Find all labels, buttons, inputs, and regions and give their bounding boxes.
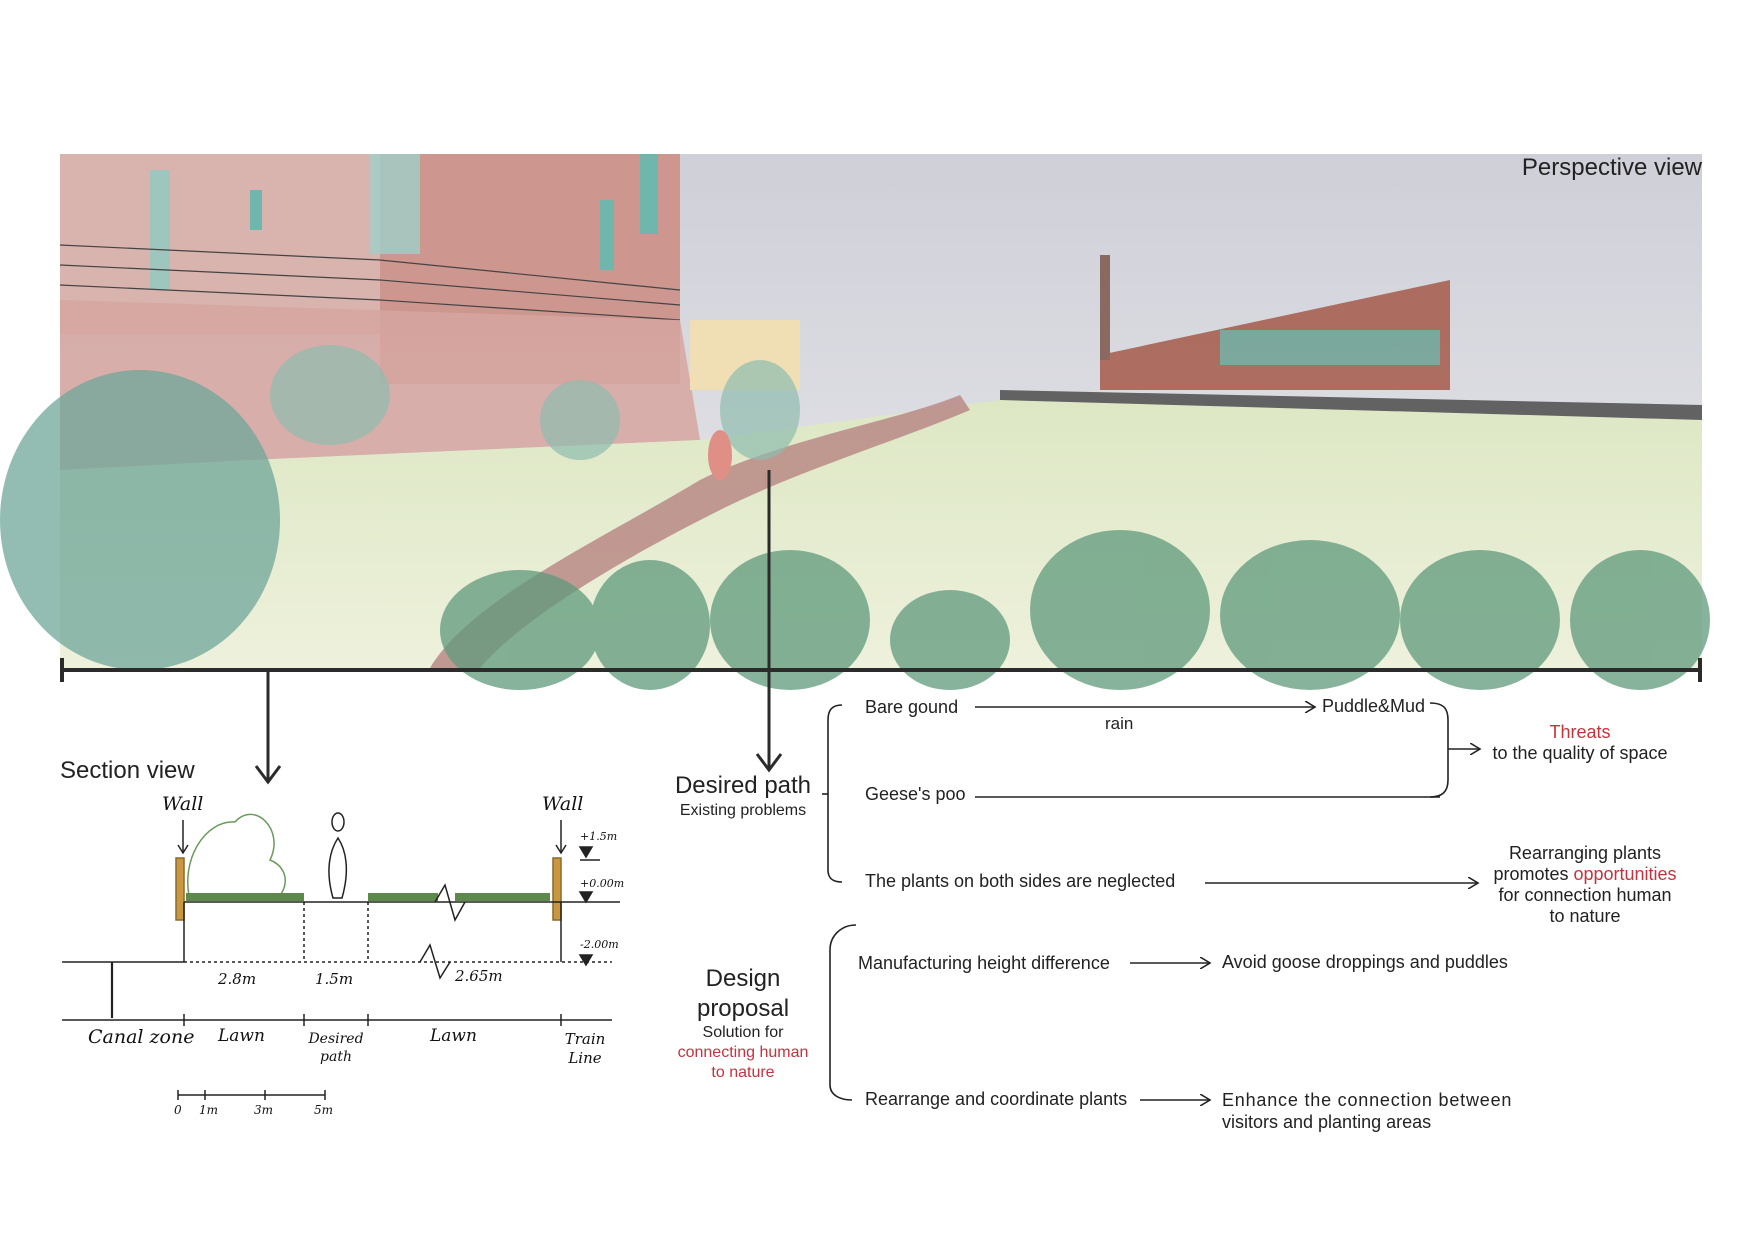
design-proposal-highlight-line2: to nature xyxy=(711,1064,775,1081)
perspective-view-title: Perspective view xyxy=(1521,154,1702,181)
dim-lawn-left: 2.8m xyxy=(218,970,257,988)
proposal-brace xyxy=(829,924,857,1101)
wall-right-label: Wall xyxy=(542,793,584,815)
scale-3m: 3m xyxy=(254,1103,274,1117)
design-proposal-highlight-line1: connecting human xyxy=(677,1044,809,1061)
perspective-baseline xyxy=(60,658,1702,682)
zone-canal: Canal zone xyxy=(88,1026,195,1048)
perspective-illustration xyxy=(0,154,1710,690)
section-diagram xyxy=(62,812,620,1100)
dim-desired-path: 1.5m xyxy=(315,970,354,988)
opportunities-line3: for connection human xyxy=(1498,885,1672,905)
desired-path-title: Desired path xyxy=(674,772,812,799)
proposal-action-height: Manufacturing height difference xyxy=(858,953,1110,973)
design-proposal-subtitle: Solution for xyxy=(702,1024,784,1041)
scale-0: 0 xyxy=(174,1103,182,1117)
desired-path-subtitle: Existing problems xyxy=(679,802,807,819)
design-proposal-title-line2: proposal xyxy=(696,995,790,1022)
problems-brace xyxy=(822,704,843,883)
opportunities-line1: Rearranging plants xyxy=(1508,843,1662,863)
section-pointer-arrow xyxy=(254,672,282,785)
problem-rain-label: rain xyxy=(1105,714,1134,733)
scale-1m: 1m xyxy=(199,1103,219,1117)
problem-plants-neglected: The plants on both sides are neglected xyxy=(865,871,1176,891)
threats-highlight: Threats xyxy=(1549,722,1611,742)
dim-lawn-right: 2.65m xyxy=(455,967,503,985)
opportunities-prefix: promotes xyxy=(1493,864,1574,884)
section-view-title: Section view xyxy=(60,757,195,784)
proposal-result-enhance-line1: Enhance the connection between xyxy=(1222,1090,1513,1110)
problem-geese-poo: Geese's poo xyxy=(865,784,966,804)
wall-left-label: Wall xyxy=(162,793,204,815)
problem-puddle-mud: Puddle&Mud xyxy=(1322,696,1426,716)
opportunities-line4: to nature xyxy=(1549,906,1621,926)
zone-lawn-left: Lawn xyxy=(218,1026,265,1046)
opportunities-highlight: opportunities xyxy=(1573,864,1677,884)
problem-bare-ground: Bare gound xyxy=(865,697,959,717)
design-proposal-title-line1: Design xyxy=(705,965,781,992)
zone-train-line: Train Line xyxy=(564,1030,606,1067)
desired-path-pointer-arrow xyxy=(755,470,783,773)
proposal-result-avoid: Avoid goose droppings and puddles xyxy=(1222,952,1508,972)
level-zero-label: +0.00m xyxy=(580,877,625,890)
proposal-result-enhance-line2: visitors and planting areas xyxy=(1222,1112,1432,1132)
scale-5m: 5m xyxy=(314,1103,334,1117)
level-top-label: +1.5m xyxy=(580,830,618,843)
proposal-action-plants: Rearrange and coordinate plants xyxy=(865,1089,1128,1109)
opportunities-line2: promotes opportunities xyxy=(1465,864,1705,885)
threats-text: to the quality of space xyxy=(1492,743,1668,763)
zone-desired-path: Desired path xyxy=(308,1031,364,1065)
level-low-label: -2.00m xyxy=(580,938,619,951)
flow-arrows xyxy=(975,703,1480,1100)
zone-lawn-right: Lawn xyxy=(430,1026,477,1046)
